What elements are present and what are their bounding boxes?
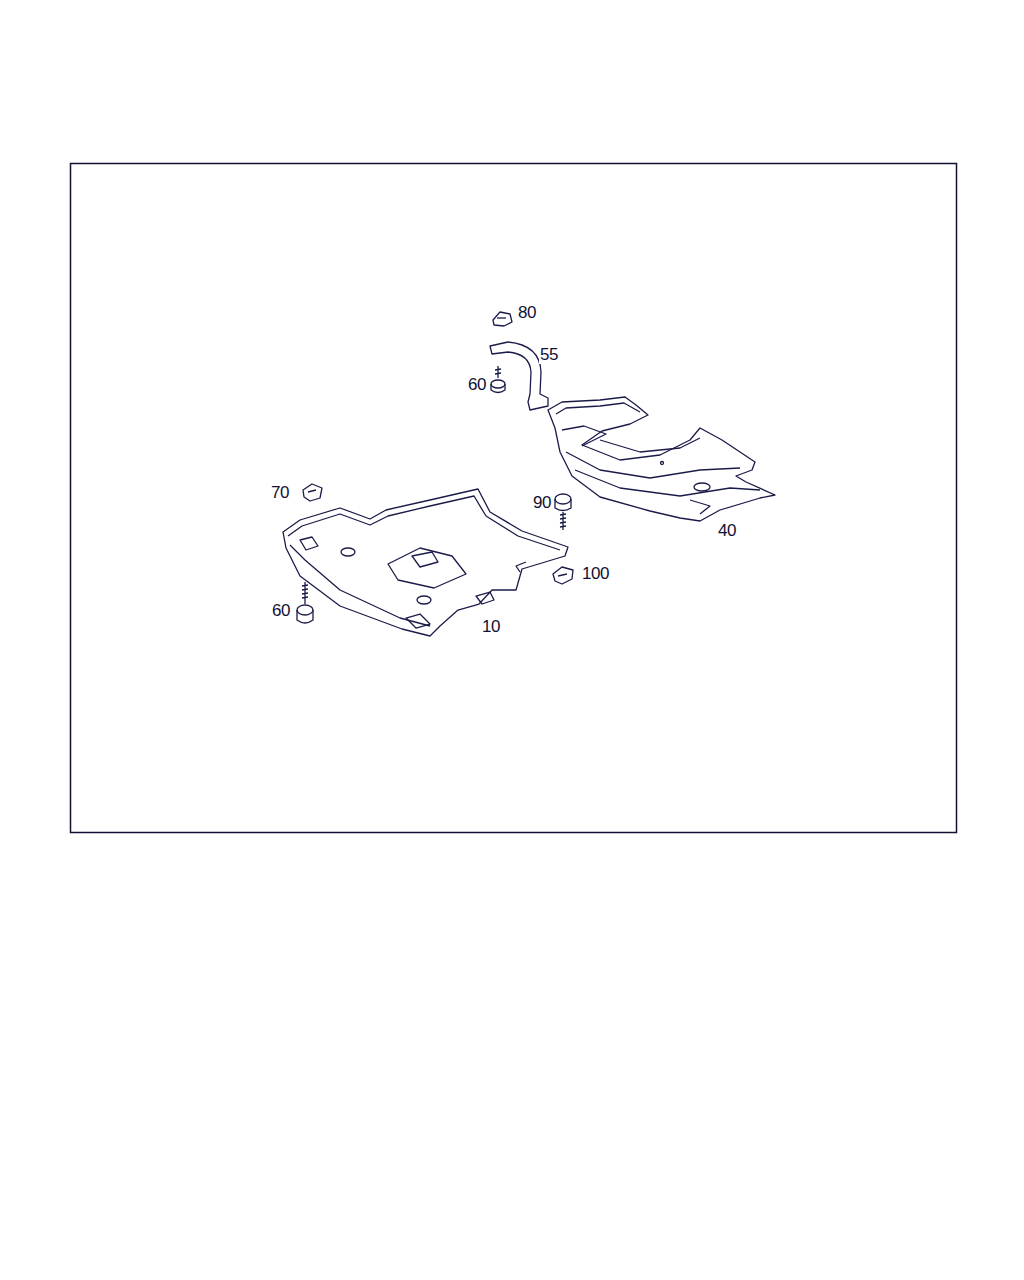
callout-number: 60 (467, 376, 487, 394)
rear-underbody-panel (548, 397, 775, 521)
bolt (555, 494, 571, 530)
callout-number: 40 (717, 522, 737, 540)
callout-number: 90 (532, 494, 552, 512)
callout-number: 60 (271, 602, 291, 620)
frame (71, 164, 957, 833)
front-underbody-panel (283, 489, 568, 636)
screw (297, 582, 313, 623)
clip-nut (303, 484, 322, 501)
callout-number: 70 (270, 484, 290, 502)
callout-number: 55 (539, 346, 559, 364)
clip-nut (493, 312, 512, 326)
clip-nut (553, 567, 573, 584)
screw (491, 366, 505, 393)
callout-number: 10 (481, 618, 501, 636)
callout-number: 100 (581, 565, 610, 583)
callout-number: 80 (517, 304, 537, 322)
